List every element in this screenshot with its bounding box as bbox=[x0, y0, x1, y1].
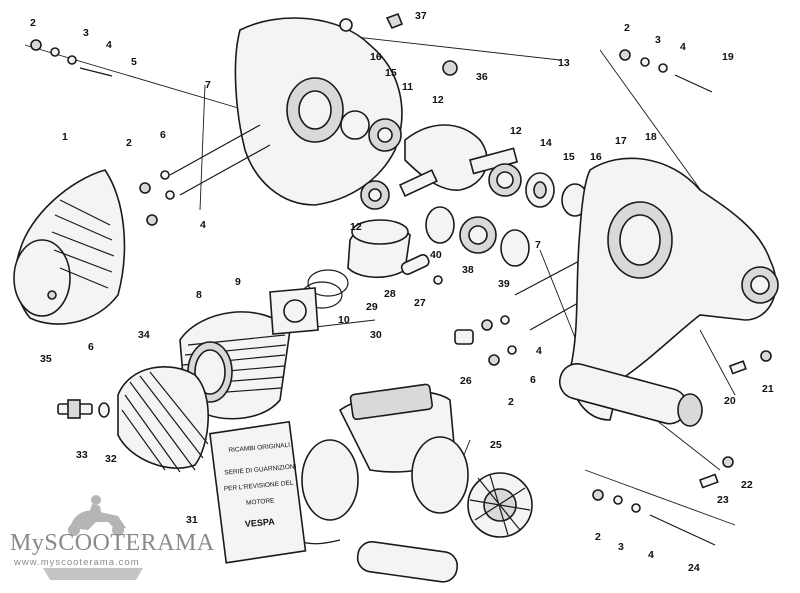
callout-10: 10 bbox=[338, 314, 350, 326]
callout-26: 26 bbox=[460, 375, 472, 387]
watermark-brand: MySCOOTERAMA bbox=[10, 530, 215, 556]
callout-12: 12 bbox=[432, 94, 444, 106]
hardware-right bbox=[592, 49, 772, 546]
callout-31: 31 bbox=[186, 514, 198, 526]
hardware-left bbox=[30, 39, 517, 366]
callout-19: 19 bbox=[722, 51, 734, 63]
callout-12-b: 12 bbox=[510, 125, 522, 137]
long-studs bbox=[169, 124, 611, 331]
callout-4-b: 4 bbox=[200, 219, 206, 231]
callout-1: 1 bbox=[62, 131, 68, 143]
watermark-url: www.myscooterama.com bbox=[14, 557, 140, 568]
callout-7: 7 bbox=[205, 79, 211, 91]
callout-23: 23 bbox=[717, 494, 729, 506]
callout-16: 16 bbox=[370, 51, 382, 63]
callout-34: 34 bbox=[138, 329, 150, 341]
callout-39: 39 bbox=[498, 278, 510, 290]
callout-12-c: 12 bbox=[350, 221, 362, 233]
callout-15: 15 bbox=[385, 67, 397, 79]
callout-25: 25 bbox=[490, 439, 502, 451]
callout-24: 24 bbox=[688, 562, 700, 574]
callout-14: 14 bbox=[540, 137, 552, 149]
callout-6-c: 6 bbox=[530, 374, 536, 386]
callout-37: 37 bbox=[415, 10, 427, 22]
callout-4-c: 4 bbox=[680, 41, 686, 53]
card-line4: MOTORE bbox=[246, 497, 276, 507]
callout-30: 30 bbox=[370, 329, 382, 341]
callout-2: 2 bbox=[30, 17, 36, 29]
crankcase-left-half bbox=[234, 17, 403, 206]
spark-plug bbox=[57, 399, 110, 419]
base-gasket bbox=[269, 287, 319, 335]
callout-32: 32 bbox=[105, 453, 117, 465]
callout-3-b: 3 bbox=[655, 34, 661, 46]
piston-assembly bbox=[301, 219, 443, 309]
callout-4: 4 bbox=[106, 39, 112, 51]
leader-lines bbox=[24, 34, 736, 526]
callout-2-e: 2 bbox=[595, 531, 601, 543]
callout-2-b: 2 bbox=[126, 137, 132, 149]
callout-4-d: 4 bbox=[536, 345, 542, 357]
callout-3: 3 bbox=[83, 27, 89, 39]
callout-5: 5 bbox=[131, 56, 137, 68]
callout-13: 13 bbox=[558, 57, 570, 69]
callout-17: 17 bbox=[615, 135, 627, 147]
card-brand: VESPA bbox=[244, 516, 275, 529]
callout-labels: 1 2 3 4 5 6 7 8 9 10 11 12 13 14 15 16 1… bbox=[30, 10, 774, 574]
callout-3-c: 3 bbox=[618, 541, 624, 553]
assembled-engine bbox=[294, 383, 533, 583]
transmission-housing bbox=[558, 157, 779, 427]
bearings-and-seals bbox=[339, 12, 589, 267]
callout-33: 33 bbox=[76, 449, 88, 461]
crankshaft bbox=[398, 124, 519, 197]
cylinder bbox=[179, 311, 291, 420]
callout-22: 22 bbox=[741, 479, 753, 491]
callout-36: 36 bbox=[476, 71, 488, 83]
callout-7-b: 7 bbox=[535, 239, 541, 251]
callout-16-b: 16 bbox=[590, 151, 602, 163]
callout-15-b: 15 bbox=[563, 151, 575, 163]
service-card: RICAMBI ORIGINALI SERIE DI GUARNIZIONI P… bbox=[209, 420, 307, 564]
callout-11: 11 bbox=[402, 81, 413, 93]
callout-29: 29 bbox=[366, 301, 378, 313]
callout-2-d: 2 bbox=[508, 396, 514, 408]
callout-21: 21 bbox=[762, 383, 774, 395]
callout-28: 28 bbox=[384, 288, 396, 300]
callout-18: 18 bbox=[645, 131, 657, 143]
callout-2-c: 2 bbox=[624, 22, 630, 34]
flywheel-cover bbox=[13, 169, 126, 325]
callout-8: 8 bbox=[196, 289, 202, 301]
callout-9: 9 bbox=[235, 276, 241, 288]
cylinder-head bbox=[117, 366, 209, 473]
callout-38: 38 bbox=[462, 264, 474, 276]
callout-6: 6 bbox=[160, 129, 166, 141]
callout-40: 40 bbox=[430, 249, 442, 261]
callout-20: 20 bbox=[724, 395, 736, 407]
scooter-logo-icon bbox=[43, 495, 143, 580]
callout-27: 27 bbox=[414, 297, 426, 309]
callout-6-b: 6 bbox=[88, 341, 94, 353]
callout-35: 35 bbox=[40, 353, 52, 365]
callout-4-e: 4 bbox=[648, 549, 654, 561]
